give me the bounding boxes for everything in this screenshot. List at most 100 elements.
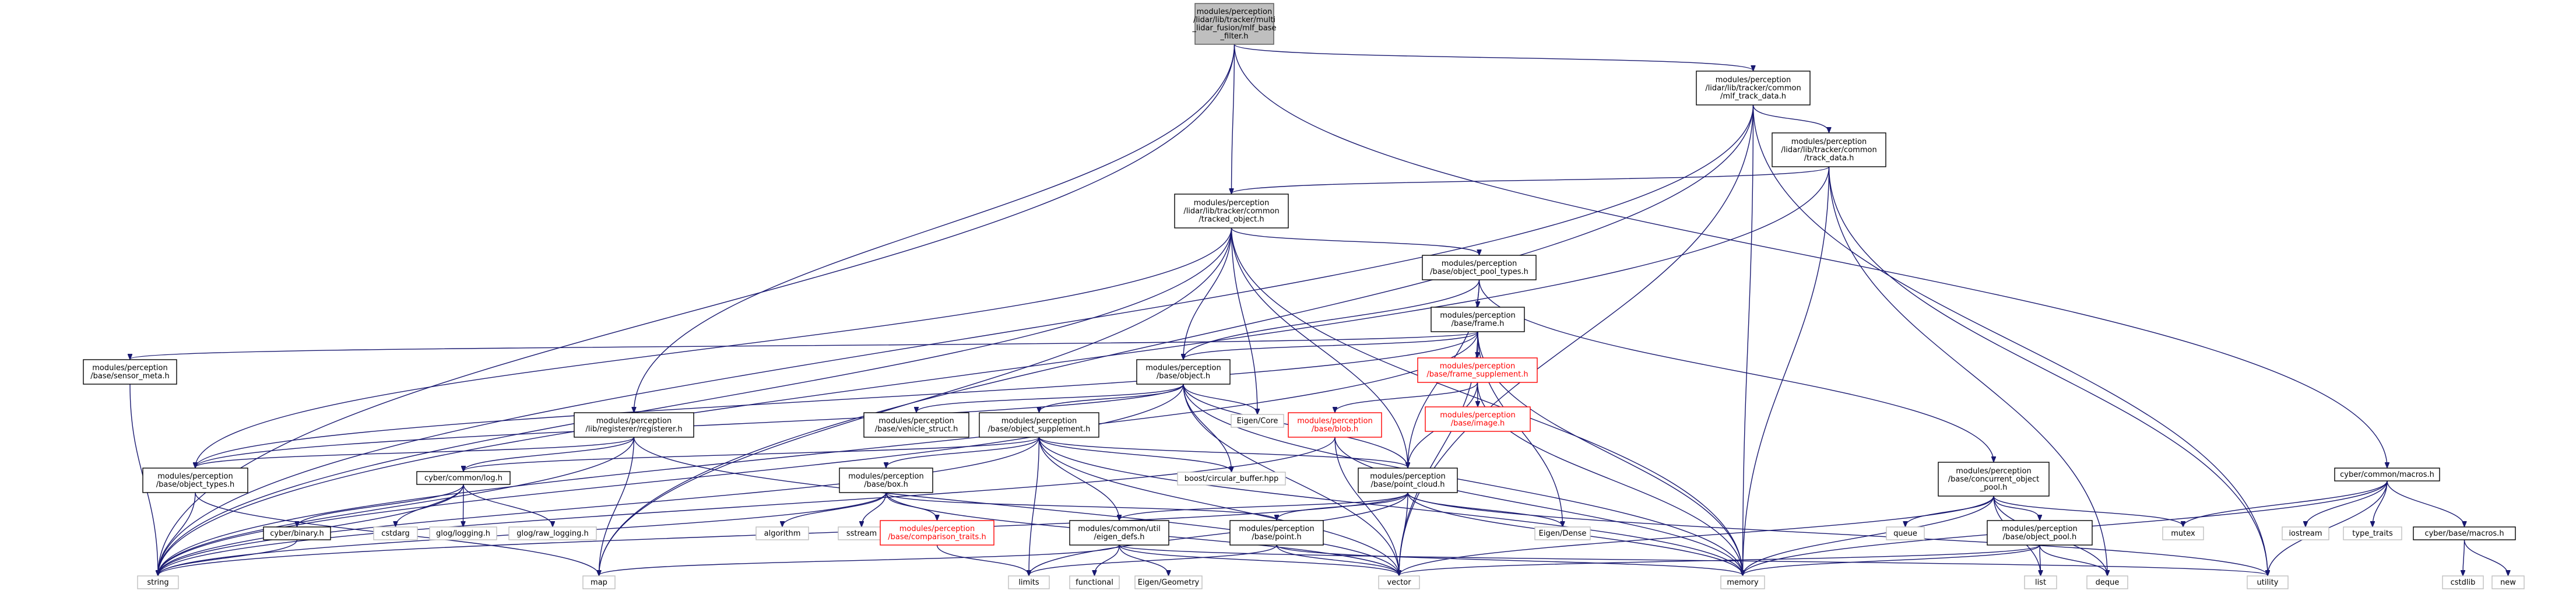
node-root[interactable]: modules/perception/lidar/lib/tracker/mul…: [1192, 3, 1277, 45]
edge-concurrent_pool-to-vector: [1399, 495, 1994, 575]
node-label-line: /base/blob.h: [1312, 425, 1358, 434]
node-label-line: /base/object_pool_types.h: [1430, 268, 1528, 276]
node-point[interactable]: modules/perception/base/point.h: [1229, 520, 1324, 546]
node-box: [1069, 520, 1169, 546]
node-label-line: /base/image.h: [1451, 419, 1505, 428]
edge-frame-to-object_types: [195, 331, 1478, 468]
node-label-line: Eigen/Geometry: [1138, 578, 1200, 587]
node-box: [1288, 412, 1382, 438]
node-label-line: /base/frame.h: [1452, 319, 1505, 328]
node-eigen-defs[interactable]: modules/common/util/eigen_defs.h: [1069, 520, 1169, 546]
node-label-line: /base/box.h: [864, 480, 908, 489]
node-image[interactable]: modules/perception/base/image.h: [1425, 406, 1531, 432]
node-vector: vector: [1378, 575, 1420, 589]
node-point-cloud[interactable]: modules/perception/base/point_cloud.h: [1358, 468, 1458, 493]
node-frame-supplement[interactable]: modules/perception/base/frame_supplement…: [1417, 357, 1538, 383]
node-box: [2334, 468, 2440, 481]
node-box: [2086, 575, 2128, 589]
node-object-pool[interactable]: modules/perception/base/object_pool.h: [1987, 520, 2093, 546]
node-label-line: string: [147, 578, 168, 587]
node-list: list: [2024, 575, 2057, 589]
node-base-macros[interactable]: cyber/base/macros.h: [2413, 526, 2516, 540]
node-label-line: /base/frame_supplement.h: [1426, 370, 1528, 379]
node-mlf-track-data[interactable]: modules/perception/lidar/lib/tracker/com…: [1696, 71, 1811, 106]
node-label-line: cstdarg: [381, 529, 410, 538]
edge-comparison_traits-to-limits: [936, 544, 1029, 575]
edge-eigen_defs-to-eigen_geometry: [1119, 544, 1169, 575]
node-track-data[interactable]: modules/perception/lidar/lib/tracker/com…: [1772, 132, 1886, 167]
node-concurrent-pool[interactable]: modules/perception/base/concurrent_objec…: [1938, 462, 2050, 497]
edge-root-to-registerer: [634, 44, 1235, 412]
node-label-line: /base/sensor_meta.h: [90, 372, 169, 381]
node-box: [2247, 575, 2289, 589]
node-label-line: modules/perception: [1440, 362, 1515, 371]
node-registerer[interactable]: modules/perception/lib/registerer/regist…: [574, 412, 694, 438]
node-label-line: utility: [2257, 578, 2279, 587]
node-cyber-binary[interactable]: cyber/binary.h: [263, 526, 331, 540]
edge-eigen_defs-to-vector: [1119, 544, 1399, 575]
node-object-supplement[interactable]: modules/perception/base/object_supplemen…: [979, 412, 1099, 438]
node-box: [1231, 414, 1284, 428]
node-label-line: functional: [1076, 578, 1113, 587]
node-box: [416, 471, 511, 485]
node-box: [1720, 575, 1765, 589]
node-label-line: map: [591, 578, 607, 587]
node-type-traits: type_traits: [2343, 526, 2402, 540]
nodes-layer: modules/perception/lidar/lib/tracker/mul…: [83, 3, 2525, 589]
node-box: [1174, 194, 1289, 229]
node-sensor-meta[interactable]: modules/perception/base/sensor_meta.h: [83, 359, 177, 385]
node-box: [979, 412, 1099, 438]
node-label-line: modules/perception: [1297, 417, 1372, 426]
node-box: [1772, 132, 1886, 167]
node-label-line: modules/perception: [1197, 8, 1272, 16]
node-tracked-object[interactable]: modules/perception/lidar/lib/tracker/com…: [1174, 194, 1289, 229]
edge-registerer-to-map: [599, 437, 635, 575]
node-box: [2024, 575, 2057, 589]
node-box: [863, 412, 969, 438]
edge-track_data-to-string: [158, 166, 1830, 575]
node-frame[interactable]: modules/perception/base/frame.h: [1431, 307, 1525, 332]
node-macros[interactable]: cyber/common/macros.h: [2334, 468, 2440, 481]
node-label-line: /base/object_pool.h: [2003, 533, 2076, 542]
node-object[interactable]: modules/perception/base/object.h: [1136, 359, 1231, 385]
edge-track_data-to-memory: [1743, 166, 1830, 575]
node-object-pool-types[interactable]: modules/perception/base/object_pool_type…: [1422, 255, 1537, 280]
node-box: [839, 468, 933, 493]
node-box: [1938, 462, 2050, 497]
node-label-line: cyber/common/macros.h: [2340, 470, 2434, 479]
node-boost-circular: boost/circular_buffer.hpp: [1177, 472, 1286, 486]
node-box: [1177, 472, 1286, 486]
edge-root-to-tracked_object: [1232, 44, 1235, 194]
edge-point-to-limits: [1029, 544, 1277, 575]
node-comparison-traits[interactable]: modules/perception/base/comparison_trait…: [880, 520, 994, 546]
node-object-types[interactable]: modules/perception/base/object_types.h: [142, 468, 248, 493]
node-box: [574, 412, 694, 438]
node-vehicle-struct[interactable]: modules/perception/base/vehicle_struct.h: [863, 412, 969, 438]
node-label-line: deque: [2096, 578, 2120, 587]
node-algorithm: algorithm: [755, 526, 809, 540]
edge-frame-to-string: [158, 331, 1478, 575]
edge-point-to-vector: [1276, 544, 1399, 575]
edge-mlf_track_data-to-memory: [1743, 104, 1754, 575]
node-label-line: _pool.h: [1980, 483, 2008, 492]
edge-eigen_defs-to-map: [599, 544, 1120, 575]
node-label-line: modules/perception: [596, 417, 672, 426]
node-cyber-log[interactable]: cyber/common/log.h: [416, 471, 511, 485]
node-label-line: /base/object_types.h: [156, 480, 235, 489]
edge-cyber_log-to-cyber_binary: [297, 484, 464, 526]
edge-point_cloud-to-limits: [1029, 492, 1408, 575]
edge-cyber_log-to-cstdarg: [396, 484, 464, 526]
edge-concurrent_pool-to-mutex: [1993, 495, 2183, 526]
node-box: [429, 526, 497, 540]
edge-object_pool-to-deque: [2039, 544, 2107, 575]
node-label-line: /base/comparison_traits.h: [888, 533, 986, 542]
node-functional: functional: [1069, 575, 1120, 589]
node-label-line: /mlf_track_data.h: [1720, 92, 1786, 101]
node-box: [880, 520, 994, 546]
node-label-line: modules/perception: [899, 525, 975, 533]
node-box[interactable]: modules/perception/base/box.h: [839, 468, 933, 493]
node-label-line: modules/perception: [1791, 138, 1867, 146]
node-box: [1229, 520, 1324, 546]
node-blob[interactable]: modules/perception/base/blob.h: [1288, 412, 1382, 438]
